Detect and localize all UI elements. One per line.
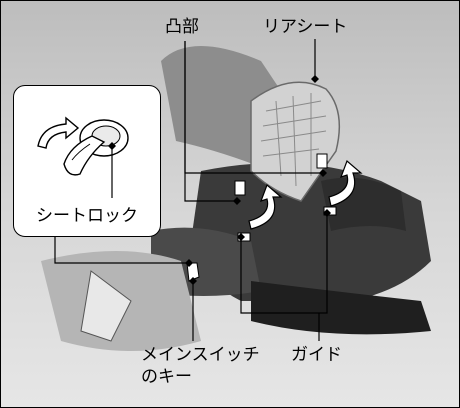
key-groove	[71, 143, 91, 161]
seat-lock-illustration	[37, 116, 129, 198]
callout-guide: ガイド	[291, 345, 342, 365]
seat-grid	[260, 93, 327, 187]
convex-part-left	[234, 180, 246, 196]
rear-fender	[251, 281, 431, 335]
rear-seat	[250, 81, 341, 202]
guide-right	[323, 206, 337, 216]
engine-highlight	[80, 270, 132, 342]
callout-rear-seat: リアシート	[263, 17, 348, 37]
key-icon	[63, 135, 106, 176]
key-icon	[186, 262, 200, 282]
curved-arrow-icon	[37, 116, 80, 149]
callout-seat-lock: シートロック	[36, 206, 138, 226]
callout-main-switch-key-line1: メインスイッチ	[141, 345, 260, 365]
convex-part-right	[316, 153, 328, 169]
callout-main-switch-key-line2: のキー	[141, 367, 192, 387]
curved-arrow-icon	[248, 183, 283, 230]
callout-convex-part: 凸部	[165, 17, 199, 37]
leader-lines	[54, 39, 328, 341]
curved-arrow-icon	[328, 159, 363, 207]
leader-dots	[185, 75, 331, 285]
seat-lock-inset: シートロック	[13, 85, 161, 237]
inset-leader-dot	[108, 142, 116, 150]
